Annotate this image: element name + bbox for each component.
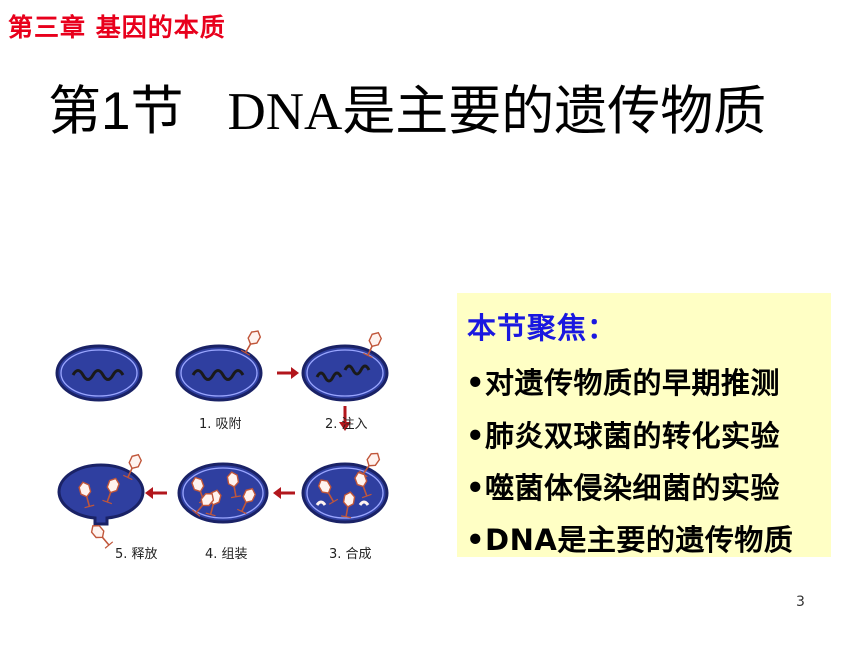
focus-item: •对遗传物质的早期推测 [466,366,781,400]
step-label-5: 5. 释放 [115,547,158,562]
cell-step-3 [301,449,389,524]
title-section-number: 1 [101,82,131,141]
arrow-down [339,406,351,431]
step-label-1: 1. 吸附 [199,417,242,432]
phage-infection-diagram: 1. 吸附 2. 注入 5. 释放 4. 组装 3. 合成 [55,300,395,580]
cell-step-4 [177,462,269,524]
step-label-3: 3. 合成 [329,547,372,562]
title-dna: DNA [227,83,343,141]
title-section-prefix: 第 [48,81,101,142]
arrow-1 [277,367,299,379]
title-section-suffix: 节 [130,81,184,142]
focus-item: •噬菌体侵染细菌的实验 [466,471,781,505]
title-rest: 是主要的遗传物质 [342,81,767,142]
cell-step-0 [55,344,143,402]
arrow-2 [273,487,295,499]
cell-step-1 [175,327,264,402]
cell-step-5 [57,451,145,550]
arrow-3 [145,487,167,499]
focus-item: •肺炎双球菌的转化实验 [466,419,781,453]
chapter-heading: 第三章 基因的本质 [8,13,226,42]
page-title: 第1节 DNA是主要的遗传物质 [48,72,766,152]
cell-step-2 [301,329,389,402]
page-number: 3 [796,594,805,610]
phage-diagram-svg [55,327,389,550]
focus-item: •DNA是主要的遗传物质 [466,523,794,557]
step-label-2: 2. 注入 [325,417,368,432]
section-focus-box: 本节聚焦： •对遗传物质的早期推测 •肺炎双球菌的转化实验 •噬菌体侵染细菌的实… [457,293,831,557]
focus-heading: 本节聚焦： [467,311,618,345]
step-label-4: 4. 组装 [205,547,248,562]
